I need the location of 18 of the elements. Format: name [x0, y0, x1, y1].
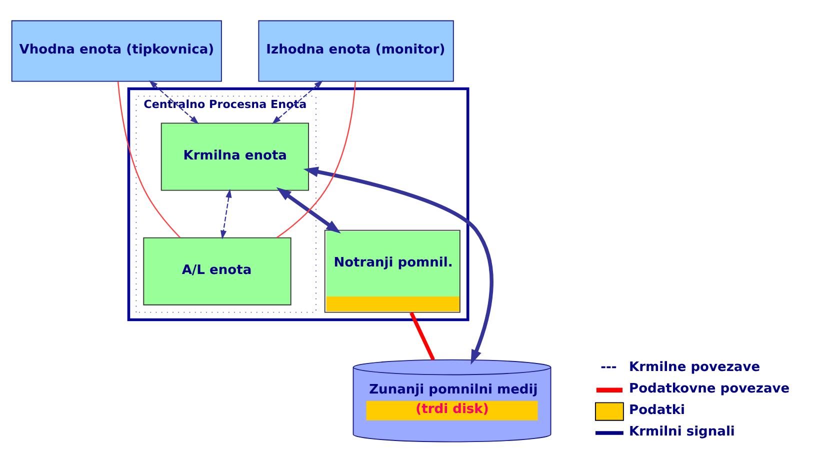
- arrow: [276, 187, 341, 234]
- connector: [117, 81, 181, 238]
- arrow: [220, 188, 232, 240]
- cluster: [127, 87, 470, 322]
- arrow: [272, 80, 323, 124]
- node-box: Vhodna enota (tipkovnica): [11, 20, 222, 82]
- arrow: [303, 166, 494, 365]
- connector: [410, 312, 435, 361]
- legend-label: Krmilne povezave: [629, 360, 760, 376]
- legend-label: Podatki: [629, 403, 686, 418]
- node-box: Krmilna enota: [160, 122, 310, 191]
- legend-label: Podatkovne povezave: [629, 382, 790, 397]
- node-box: Izhodna enota (monitor): [258, 20, 454, 82]
- node-box: A/L enota: [143, 237, 292, 306]
- label: ---: [600, 360, 617, 376]
- connector: [276, 81, 356, 238]
- arrow: [148, 80, 199, 124]
- legend-label: Krmilni signali: [629, 424, 735, 440]
